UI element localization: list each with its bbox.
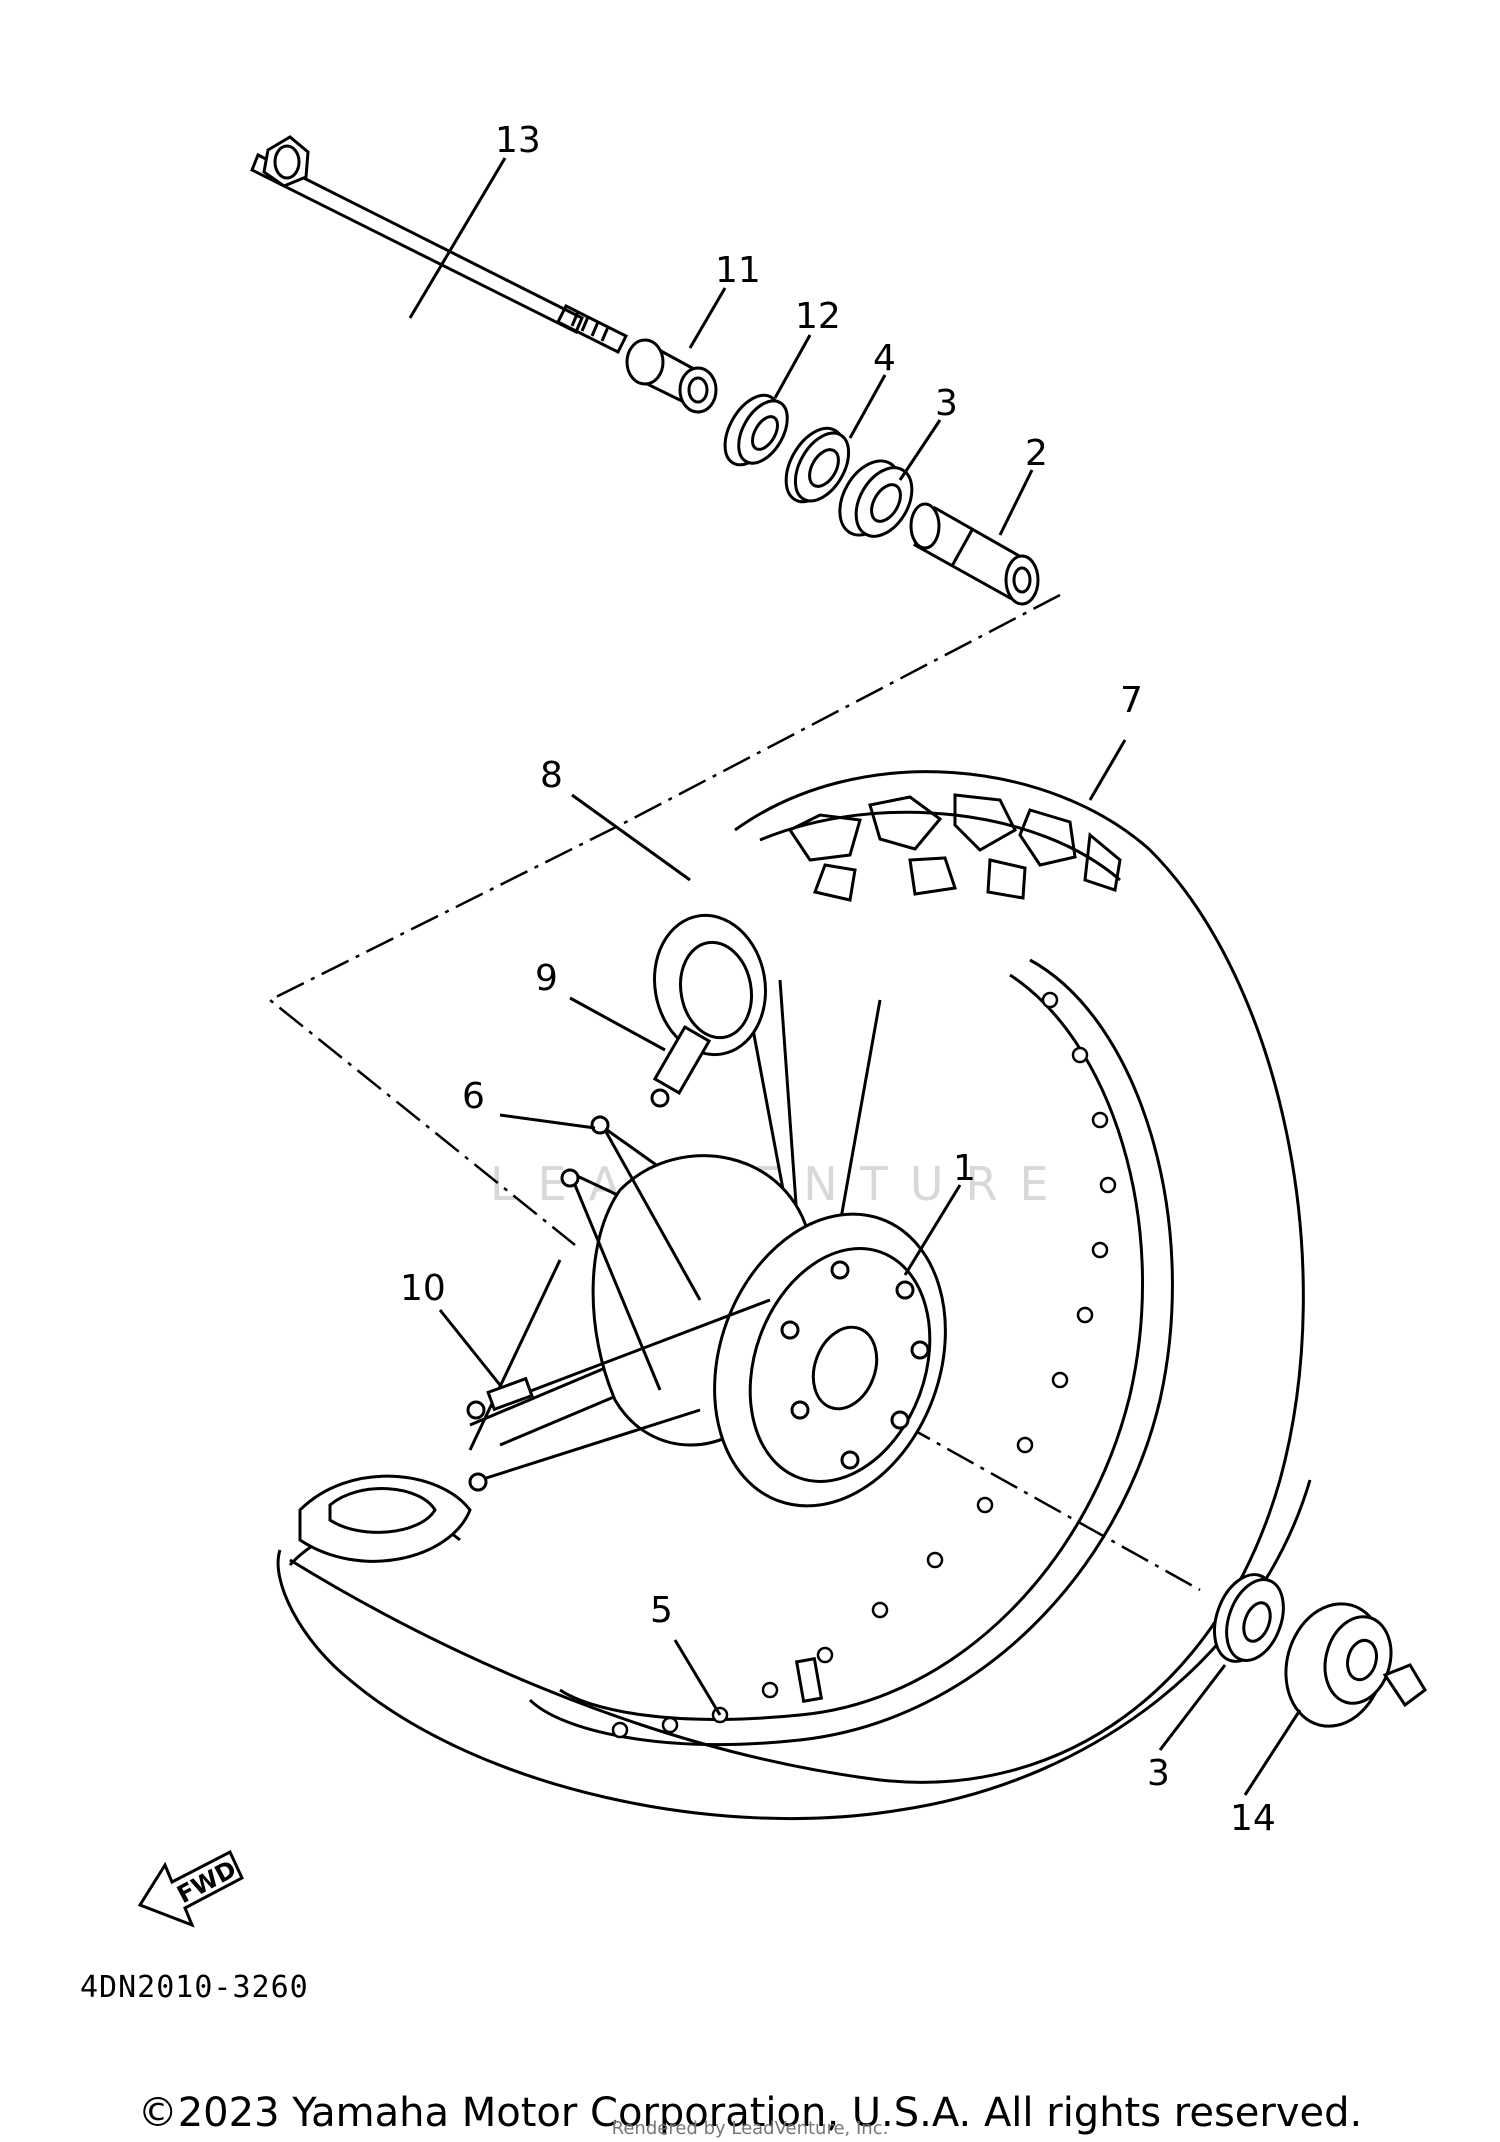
copyright-notice: ©2023 Yamaha Motor Corporation, U.S.A. A… [137,2090,1363,2136]
callout-13: 13 [495,120,541,161]
callout-1: 1 [953,1148,976,1189]
bearing-part-3-lower [1213,1573,1285,1663]
tire-part-7 [276,770,1312,1821]
bearing-part-3-upper [838,459,914,538]
spacer-part-11 [625,338,718,414]
leader-lines [408,157,1302,1796]
hub-part-1 [591,1154,947,1508]
callout-9: 9 [535,958,558,999]
callout-6: 6 [462,1076,485,1117]
spoke-part-6 [560,1115,702,1391]
bearing-part-4 [784,426,851,504]
callout-14: 14 [1230,1798,1276,1839]
callout-4: 4 [873,338,896,379]
callout-5: 5 [650,1590,673,1631]
callout-8: 8 [540,755,563,796]
rim-lock-part-9 [650,1024,712,1108]
callout-10: 10 [400,1268,446,1309]
gear-unit-part-14 [1284,1602,1427,1728]
tube-part-8 [652,913,768,1057]
callout-12: 12 [795,296,841,337]
callout-3-upper: 3 [935,383,958,424]
tube-section-lower [298,1474,472,1563]
oil-seal-part-12 [723,393,789,467]
valve-stem [794,1657,824,1703]
callout-11: 11 [715,250,761,291]
fwd-arrow-icon [137,1849,244,1928]
collar-part-2 [909,502,1040,606]
axle-part-13 [250,135,629,355]
rendered-by-notice: Rendered by LeadVenture, Inc. [611,2118,889,2139]
callout-3-lower: 3 [1147,1753,1170,1794]
drawing-code: 4DN2010-3260 [80,1970,309,2005]
spoke-nipples-part-5 [611,991,1117,1739]
spoke-part-10 [466,1298,771,1492]
callout-2: 2 [1025,433,1048,474]
rim [528,958,1174,1746]
callout-7: 7 [1120,680,1143,721]
